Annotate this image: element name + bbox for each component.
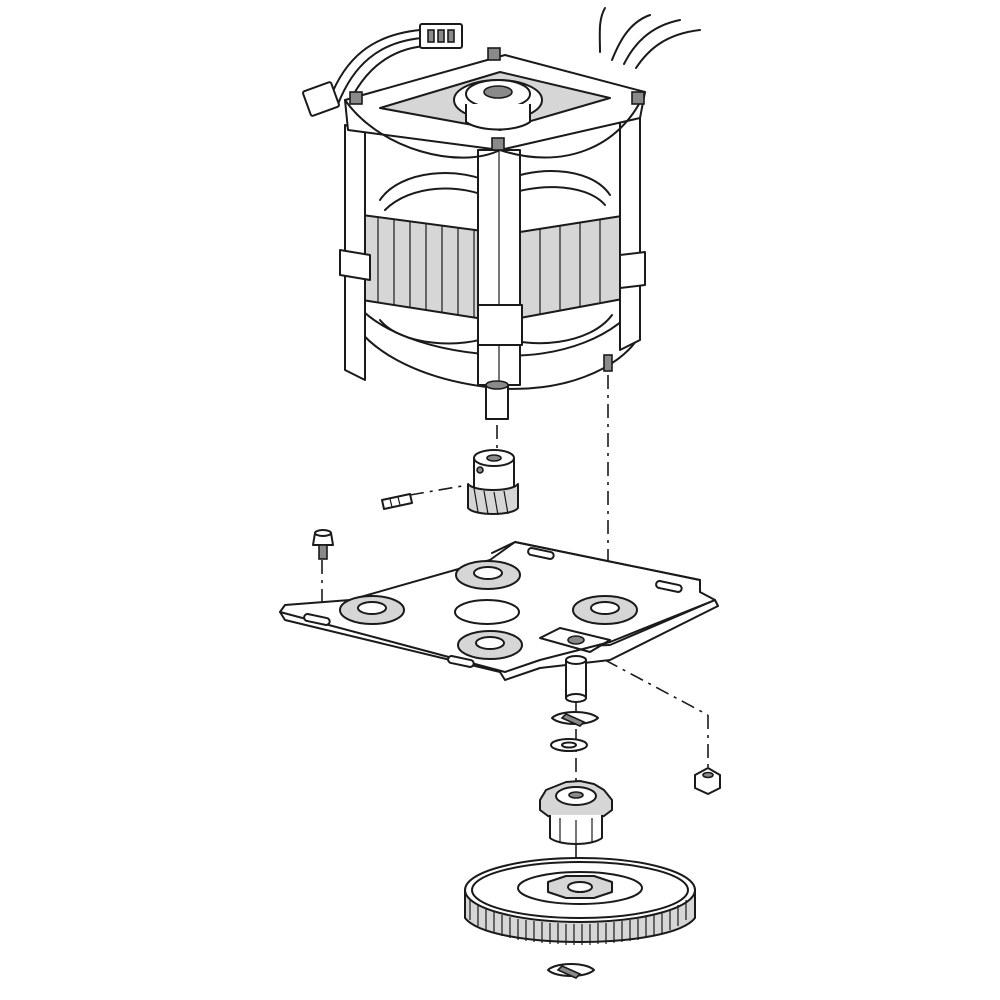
motor-stud (603, 354, 613, 372)
drive-shaft (565, 655, 587, 703)
spring-clip (551, 711, 599, 727)
retaining-clip (547, 963, 595, 979)
mounting-plate (279, 541, 719, 681)
hex-nut (694, 767, 721, 795)
pinion-gear (467, 449, 519, 516)
motor-top-bearing (453, 79, 543, 131)
flat-washer (550, 738, 588, 752)
motor-shaft (485, 380, 509, 420)
frame-nut (349, 47, 645, 151)
mounting-screw (312, 529, 334, 560)
drive-pulley (539, 780, 613, 845)
wire-harness-connector (302, 23, 463, 117)
drive-gear (464, 857, 696, 945)
roll-pin (381, 493, 413, 510)
